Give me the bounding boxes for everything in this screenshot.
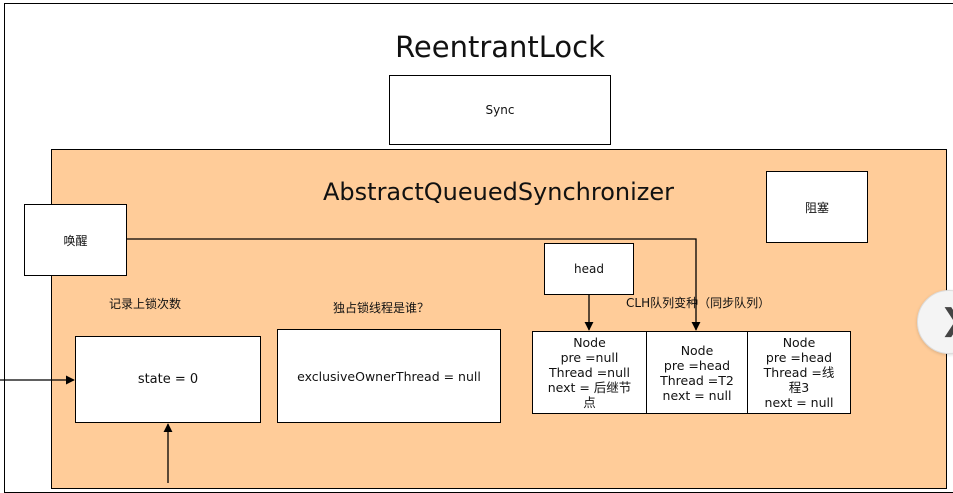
- node-1-line: pre =null: [560, 350, 619, 365]
- clh-node-1: Node pre =null Thread =null next = 后继节 点: [532, 331, 647, 414]
- state-box: state = 0: [75, 336, 261, 423]
- head-box: head: [544, 243, 634, 295]
- node-1-line: Node: [573, 335, 606, 350]
- block-box: 阻塞: [766, 171, 868, 243]
- state-caption: 记录上锁次数: [109, 297, 182, 311]
- node-2-line: next = null: [662, 387, 732, 403]
- sync-box: Sync: [389, 75, 611, 145]
- title: ReentrantLock: [395, 30, 605, 64]
- node-3-line: pre =head: [765, 350, 833, 365]
- chevron-right-icon: ❯: [940, 303, 953, 338]
- node-2-line: Node: [680, 342, 714, 358]
- connectors-layer: [0, 238, 701, 483]
- node-2-line: Thread =T2: [660, 372, 734, 388]
- node-2-line: pre =head: [663, 357, 731, 373]
- clh-queue-label: CLH队列变种（同步队列）: [626, 296, 771, 310]
- node-3-line: next = null: [764, 395, 834, 410]
- aqs-title: AbstractQueuedSynchronizer: [323, 178, 675, 206]
- owner-box: exclusiveOwnerThread = null: [277, 329, 501, 423]
- clh-node-3: Node pre =head Thread =线 程3 next = null: [747, 331, 851, 414]
- clh-node-2: Node pre =head Thread =T2 next = null: [646, 331, 748, 414]
- node-3-line: Node: [782, 335, 816, 350]
- owner-caption: 独占锁线程是谁？: [333, 301, 430, 315]
- node-3-line: Thread =线: [763, 365, 835, 380]
- node-1-line: Thread =null: [549, 365, 630, 380]
- wake-to-node2-arrow: [127, 238, 701, 331]
- node-1-line: next = 后继节: [547, 380, 632, 395]
- node-1-line: 点: [583, 395, 596, 410]
- node-3-line: 程3: [788, 380, 810, 395]
- wake-box: 唤醒: [24, 204, 127, 276]
